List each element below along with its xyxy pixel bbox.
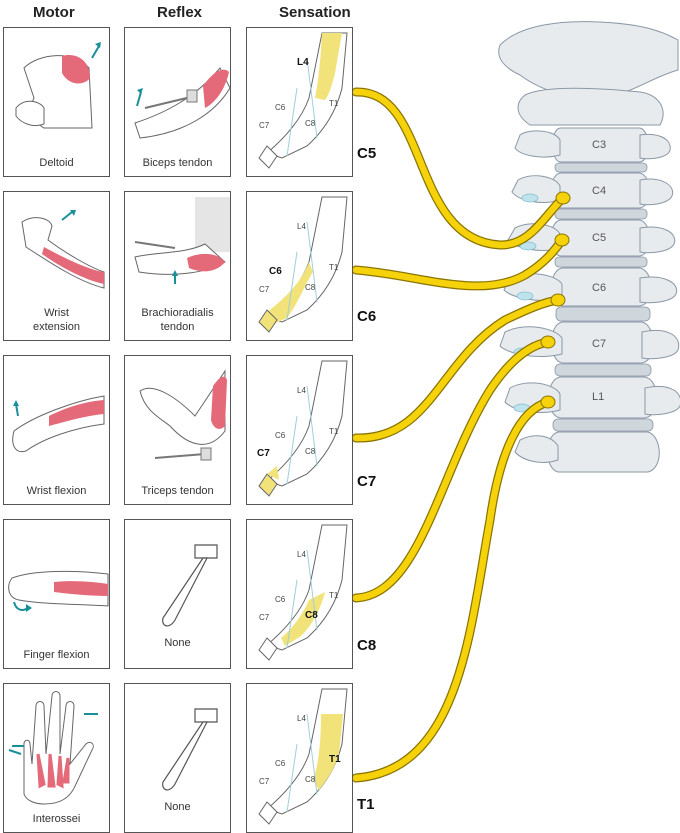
panel-motor-finger-flexion: Finger flexion <box>3 519 110 669</box>
root-label-t1: T1 <box>357 796 375 813</box>
deltoid-illustration <box>15 42 101 129</box>
svg-text:C7: C7 <box>259 613 270 622</box>
interossei-hand-illustration <box>8 691 98 805</box>
dermatome-label-l4: L4 <box>297 57 309 68</box>
svg-text:C6: C6 <box>275 103 286 112</box>
header-motor: Motor <box>33 4 75 21</box>
reflex-hammer-icon <box>162 544 218 627</box>
brachioradialis-reflex-illustration <box>134 197 230 284</box>
caption-motor-t1: Interossei <box>32 813 81 825</box>
panel-motor-wrist-extension: Wrist extension <box>3 191 110 341</box>
panel-motor-wrist-flexion: Wrist flexion <box>3 355 110 505</box>
svg-text:T1: T1 <box>329 263 339 272</box>
svg-text:C6: C6 <box>275 759 286 768</box>
dermatome-arm-c8: L4 T1 C6 C7 C8 <box>258 524 348 661</box>
panel-sensation-c7: L4 T1 C6 C7 C8 <box>246 355 353 505</box>
caption-motor-c5: Deltoid <box>39 157 74 169</box>
svg-text:C8: C8 <box>305 119 316 128</box>
panel-sensation-c8: L4 T1 C6 C7 C8 <box>246 519 353 669</box>
panel-sensation-c6: L4 T1 C6 C7 C8 <box>246 191 353 341</box>
panel-motor-deltoid: Deltoid <box>3 27 110 177</box>
panel-sensation-c5: L4 T1 C6 C7 C8 <box>246 27 353 177</box>
caption-reflex-t1: None <box>164 801 191 813</box>
root-label-c6: C6 <box>357 308 377 325</box>
vertebra-c3-process <box>514 130 561 158</box>
caption-reflex-c6: Brachioradialis tendon <box>141 307 214 333</box>
axis-vertebra <box>517 87 664 126</box>
reflex-hammer-icon <box>162 708 218 791</box>
panel-reflex-triceps: Triceps tendon <box>124 355 231 505</box>
caption-motor-c8: Finger flexion <box>23 649 90 661</box>
svg-text:T1: T1 <box>329 591 339 600</box>
spine-label-c5: C5 <box>592 232 606 244</box>
header-sensation: Sensation <box>279 4 351 21</box>
svg-text:C8: C8 <box>305 283 316 292</box>
dermatome-arm-t1: L4 T1 C6 C7 C8 <box>258 688 348 825</box>
spine-label-c7: C7 <box>592 338 606 350</box>
svg-text:T1: T1 <box>329 427 339 436</box>
biceps-reflex-illustration <box>134 67 230 139</box>
dermatome-label-t1: T1 <box>329 754 341 765</box>
nerve-root-t1 <box>352 398 552 782</box>
nerve-root-c8 <box>352 338 552 602</box>
svg-text:C8: C8 <box>305 775 316 784</box>
panel-reflex-none-t1: None <box>124 683 231 833</box>
root-label-c8: C8 <box>357 637 377 654</box>
nerve-root-c7 <box>352 296 562 442</box>
dermatome-label-c8: C8 <box>305 610 318 621</box>
panel-reflex-none-c8: None <box>124 519 231 669</box>
finger-flexion-illustration <box>8 570 109 612</box>
caption-reflex-c5: Biceps tendon <box>142 157 213 169</box>
nerve-root-c6 <box>352 236 566 290</box>
nerve-root-c5 <box>352 88 567 249</box>
dermatome-arm-c6: L4 T1 C6 C7 C8 <box>258 196 348 333</box>
svg-text:L4: L4 <box>297 386 306 395</box>
panel-sensation-t1: L4 T1 C6 C7 C8 <box>246 683 353 833</box>
header-reflex: Reflex <box>157 4 203 21</box>
svg-text:C6: C6 <box>275 431 286 440</box>
dermatome-label-c7: C7 <box>257 448 270 459</box>
dermatome-label-c6: C6 <box>269 266 282 277</box>
spine-label-c6: C6 <box>592 282 606 294</box>
triceps-reflex-illustration <box>139 369 227 461</box>
dermatome-arm-c7: L4 T1 C6 C7 C8 <box>257 360 348 497</box>
svg-text:T1: T1 <box>329 99 339 108</box>
svg-text:L4: L4 <box>297 222 306 231</box>
svg-text:C6: C6 <box>275 595 286 604</box>
root-label-c5: C5 <box>357 145 377 162</box>
caption-motor-c7: Wrist flexion <box>26 485 87 497</box>
caption-reflex-c7: Triceps tendon <box>141 485 214 497</box>
root-label-c7: C7 <box>357 473 377 490</box>
svg-text:L4: L4 <box>297 550 306 559</box>
panel-reflex-biceps: Biceps tendon <box>124 27 231 177</box>
svg-text:C7: C7 <box>259 285 270 294</box>
spine-label-l1: L1 <box>592 391 604 403</box>
svg-text:C7: C7 <box>259 777 270 786</box>
caption-motor-c6: Wrist extension <box>32 307 81 333</box>
spine-label-c4: C4 <box>592 185 606 197</box>
dermatome-arm-c5: L4 T1 C6 C7 C8 <box>258 32 348 169</box>
wrist-flexion-illustration <box>12 395 105 453</box>
svg-text:C8: C8 <box>305 447 316 456</box>
atlas-vertebra <box>498 21 679 99</box>
panel-motor-interossei: Interossei <box>3 683 110 833</box>
wrist-extension-illustration <box>21 210 105 289</box>
spine-label-c3: C3 <box>592 139 606 151</box>
svg-text:L4: L4 <box>297 714 306 723</box>
svg-text:C7: C7 <box>259 121 270 130</box>
caption-reflex-c8: None <box>164 637 191 649</box>
panel-reflex-brachioradialis: Brachioradialis tendon <box>124 191 231 341</box>
